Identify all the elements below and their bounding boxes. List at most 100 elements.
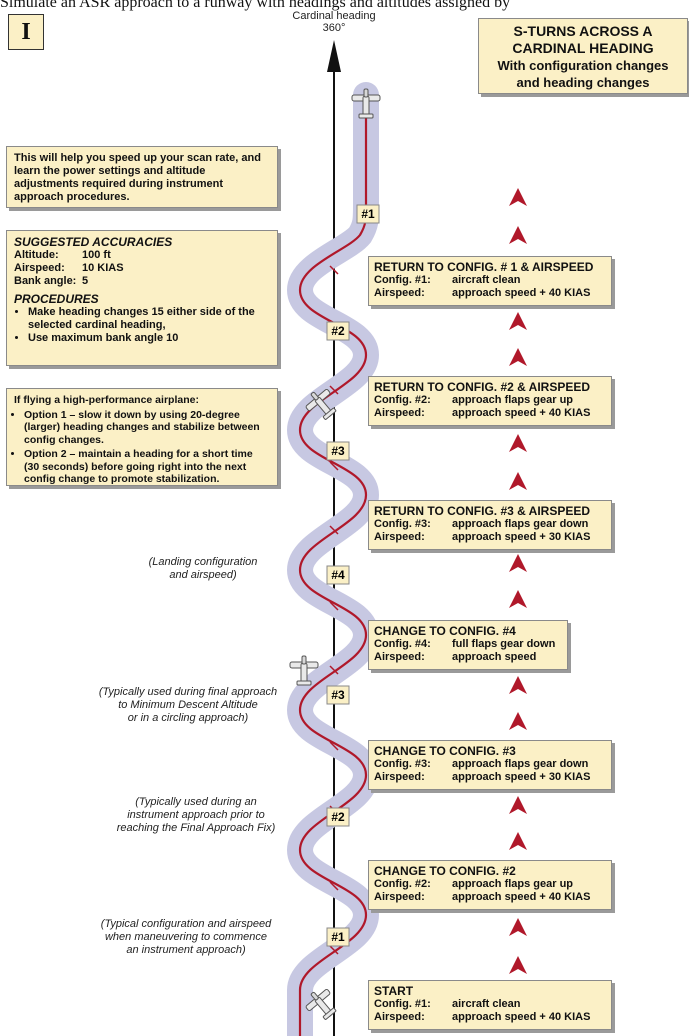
step-title: RETURN TO CONFIG. #2 & AIRSPEED [374, 380, 591, 394]
note-line: to Minimum Descent Altitude [118, 699, 258, 711]
step-box: RETURN TO CONFIG. #3 & AIRSPEED Config. … [368, 500, 612, 550]
step-key: Airspeed: [374, 287, 425, 299]
step-value: aircraft clean [452, 274, 521, 286]
heading-label-line1: Cardinal heading [292, 10, 376, 22]
note-line: or in a circling approach) [127, 712, 249, 724]
note-landing: (Landing configuration and airspeed) [118, 556, 288, 582]
step-key: Airspeed: [374, 407, 425, 419]
step-box: CHANGE TO CONFIG. #2 Config. #2: approach… [368, 860, 612, 910]
step-key: Airspeed: [374, 891, 425, 903]
step-box: CHANGE TO CONFIG. #3 Config. #3: approach… [368, 740, 612, 790]
config-label: #1 [361, 207, 375, 221]
step-value: approach flaps gear up [452, 394, 574, 406]
arrowhead-icon [509, 796, 527, 814]
step-value: approach flaps gear up [452, 878, 574, 890]
intro-box: This will help you speed up your scan ra… [6, 146, 278, 208]
config-label: #3 [331, 688, 345, 702]
note-line: (Typically used during an [135, 796, 257, 808]
step-value: aircraft clean [452, 998, 521, 1010]
accuracy-value: 10 KIAS [82, 262, 124, 274]
note-typical-config: (Typical configuration and airspeed when… [80, 918, 292, 957]
note-final-approach: (Typically used during final approach to… [76, 686, 300, 725]
procedures-heading: PROCEDURES [14, 292, 99, 306]
note-line: instrument approach prior to [127, 809, 265, 821]
step-key: Config. #3: [374, 518, 431, 530]
step-key: Config. #4: [374, 638, 431, 650]
accuracy-row: Airspeed: 10 KIAS [14, 262, 270, 275]
intro-text: This will help you speed up your scan ra… [14, 152, 261, 203]
high-performance-box: If flying a high-performance airplane: O… [6, 388, 278, 486]
step-key: Airspeed: [374, 531, 425, 543]
step-title: CHANGE TO CONFIG. #2 [374, 864, 516, 878]
accuracy-value: 100 ft [82, 249, 111, 261]
step-box: CHANGE TO CONFIG. #4 Config. #4: full fla… [368, 620, 568, 670]
accuracies-heading: SUGGESTED ACCURACIES [14, 235, 173, 249]
arrowhead-icon [509, 832, 527, 850]
accuracy-value: 5 [82, 275, 89, 287]
heading-label: Cardinal heading 360° [284, 10, 384, 34]
high-performance-options: Option 1 – slow it down by using 20-degr… [14, 409, 270, 486]
config-label: #4 [331, 568, 345, 582]
step-value: approach speed [452, 651, 537, 663]
step-key: Airspeed: [374, 651, 425, 663]
step-value: approach speed + 40 KIAS [452, 1011, 591, 1023]
step-key: Config. #3: [374, 758, 431, 770]
config-label: #1 [331, 930, 345, 944]
procedure-item: Make heading changes 15 either side of t… [28, 306, 270, 332]
note-line: an instrument approach) [126, 944, 246, 956]
title-line3: With configuration changes [497, 58, 669, 73]
note-line: reaching the Final Approach Fix) [116, 822, 276, 834]
title-box: S-TURNS ACROSS A CARDINAL HEADING With c… [478, 18, 688, 94]
arrowhead-icon [509, 918, 527, 936]
step-title: CHANGE TO CONFIG. #4 [374, 624, 516, 638]
arrowhead-icon [509, 348, 527, 366]
step-value: approach speed + 40 KIAS [452, 287, 591, 299]
step-key: Airspeed: [374, 1011, 425, 1023]
accuracy-row: Altitude:100 ft [14, 249, 270, 262]
accuracy-key: Airspeed: [14, 262, 65, 274]
arrowhead-icon [509, 188, 527, 206]
arrowhead-icon [509, 226, 527, 244]
step-box: RETURN TO CONFIG. # 1 & AIRSPEED Config.… [368, 256, 612, 306]
arrowhead-icon [509, 956, 527, 974]
arrowhead-icon [509, 312, 527, 330]
step-value: approach speed + 40 KIAS [452, 891, 591, 903]
step-value: full flaps gear down [452, 638, 556, 650]
arrowhead-icon [509, 712, 527, 730]
step-key: Config. #1: [374, 274, 431, 286]
flight-path [298, 95, 368, 1036]
arrowhead-icon [509, 676, 527, 694]
step-value: approach speed + 30 KIAS [452, 771, 591, 783]
note-prior-faf: (Typically used during an instrument app… [96, 796, 296, 835]
step-title: CHANGE TO CONFIG. #3 [374, 744, 516, 758]
step-value: approach speed + 40 KIAS [452, 407, 591, 419]
note-line: and airspeed) [169, 569, 237, 581]
title-line1: S-TURNS ACROSS A [513, 23, 653, 39]
option-item: Option 2 – maintain a heading for a shor… [24, 448, 270, 486]
procedures-list: Make heading changes 15 either side of t… [14, 306, 270, 345]
config-label: #2 [331, 324, 345, 338]
config-label: #3 [331, 444, 345, 458]
arrowhead-icon [509, 554, 527, 572]
note-line: (Typically used during final approach [98, 686, 278, 698]
accuracy-key: Bank angle: [14, 275, 77, 287]
step-box: RETURN TO CONFIG. #2 & AIRSPEED Config. … [368, 376, 612, 426]
arrowhead-icon [509, 434, 527, 452]
arrowhead-icon [509, 590, 527, 608]
note-line: (Typical configuration and airspeed [100, 918, 272, 930]
step-title: RETURN TO CONFIG. #3 & AIRSPEED [374, 504, 591, 518]
step-key: Config. #1: [374, 998, 431, 1010]
option-item: Option 1 – slow it down by using 20-degr… [24, 409, 270, 447]
note-line: when maneuvering to commence [104, 931, 268, 943]
page-caption: Simulate an ASR approach to a runway wit… [0, 0, 511, 11]
heading-arrow-icon [327, 40, 341, 72]
step-key: Airspeed: [374, 771, 425, 783]
section-tag: I [8, 14, 44, 50]
step-value: approach flaps gear down [452, 758, 589, 770]
high-performance-heading: If flying a high-performance airplane: [14, 394, 199, 406]
arrowhead-icon [509, 472, 527, 490]
accuracies-box: SUGGESTED ACCURACIES Altitude:100 ft Air… [6, 230, 278, 366]
step-key: Config. #2: [374, 878, 431, 890]
config-label: #2 [331, 810, 345, 824]
